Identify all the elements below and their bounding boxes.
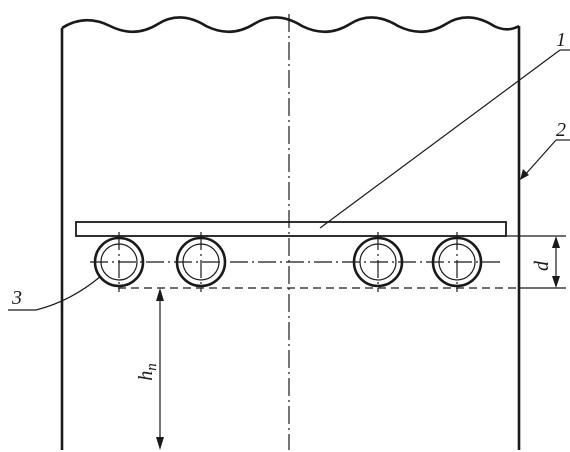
callout-1-leader [319, 49, 570, 229]
dimension-height [156, 288, 164, 450]
pipe [431, 232, 483, 292]
callout-3-leader [8, 275, 102, 311]
dimension-d [552, 236, 560, 288]
callout-2-leader [520, 139, 570, 180]
dimension-d-label: d [531, 260, 553, 271]
pipe [352, 232, 404, 292]
pipe [175, 232, 227, 292]
callout-2-label: 2 [556, 119, 566, 141]
dimension-height-label: hп [135, 363, 160, 381]
pipe [93, 232, 145, 292]
callout-1-label: 1 [556, 29, 566, 51]
break-line-top [61, 16, 520, 34]
support-plate [75, 221, 507, 237]
pipe-row [93, 232, 483, 292]
wall-outline [60, 16, 521, 450]
callout-3-label: 3 [11, 287, 22, 309]
